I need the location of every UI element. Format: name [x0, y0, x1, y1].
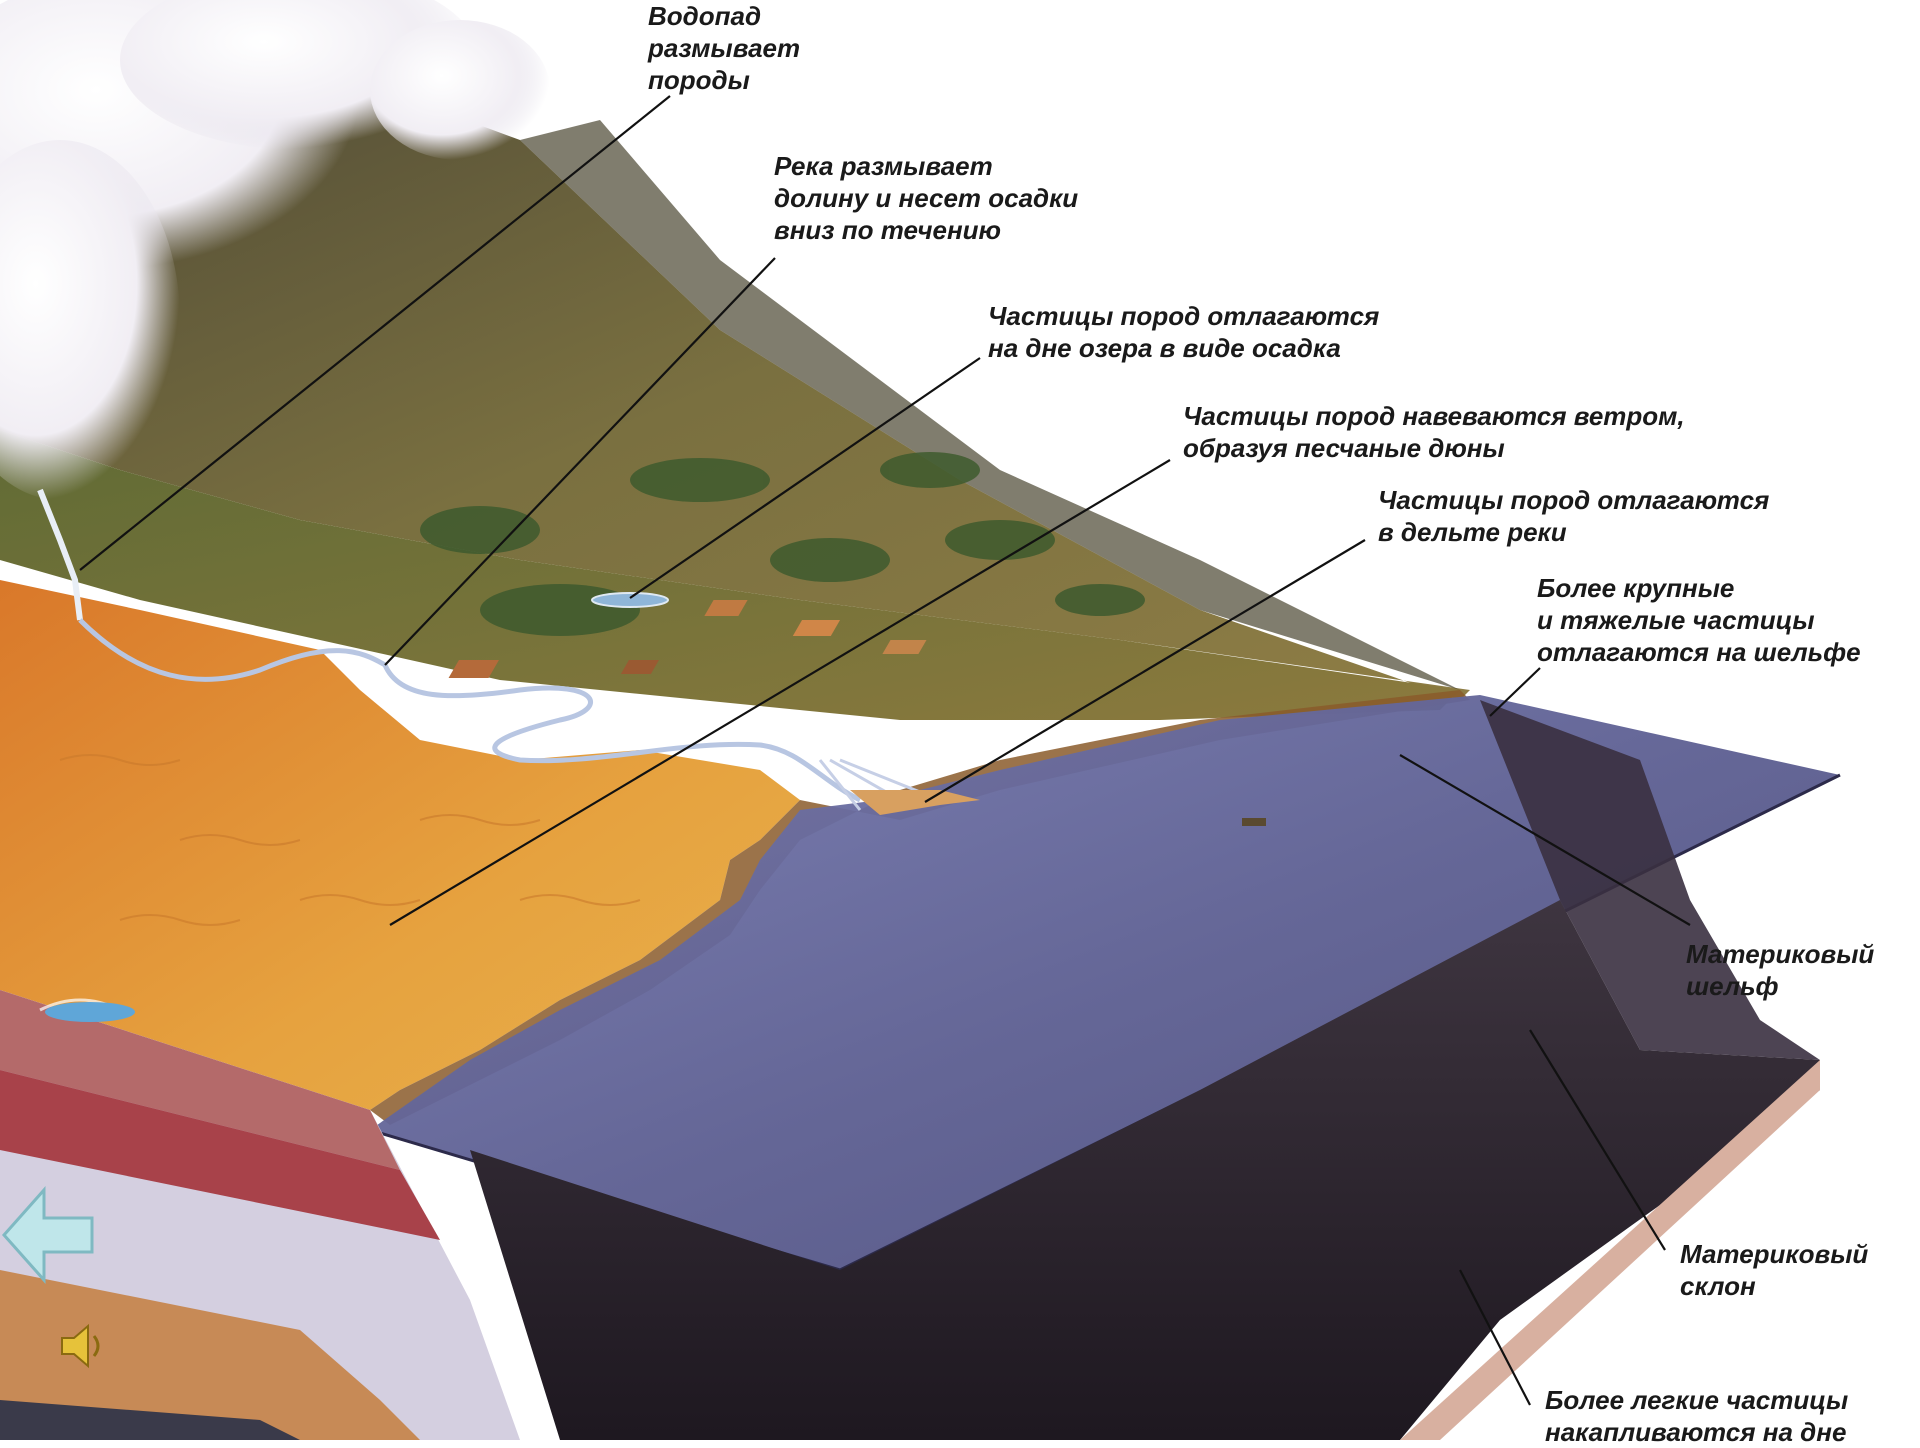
label-shelf-particles: Более крупныеи тяжелые частицыотлагаются… — [1537, 572, 1861, 668]
speaker-icon — [56, 1318, 108, 1374]
sound-button[interactable] — [56, 1318, 108, 1374]
lake — [592, 593, 668, 607]
label-lake: Частицы пород отлагаютсяна дне озера в в… — [988, 300, 1379, 364]
label-dunes: Частицы пород навеваются ветром,образуя … — [1183, 400, 1685, 464]
label-slope: Материковыйсклон — [1680, 1238, 1868, 1302]
back-button[interactable] — [0, 1180, 100, 1290]
arrow-left-icon — [0, 1180, 100, 1290]
label-river: Река размываетдолину и несет осадкивниз … — [774, 150, 1078, 246]
label-shelf: Материковыйшельф — [1686, 938, 1874, 1002]
ship — [1242, 818, 1266, 826]
label-light-particles: Более легкие частицынакапливаются на дне — [1545, 1384, 1848, 1448]
label-delta: Частицы пород отлагаютсяв дельте реки — [1378, 484, 1769, 548]
label-waterfall: Водопадразмываетпороды — [648, 0, 800, 96]
